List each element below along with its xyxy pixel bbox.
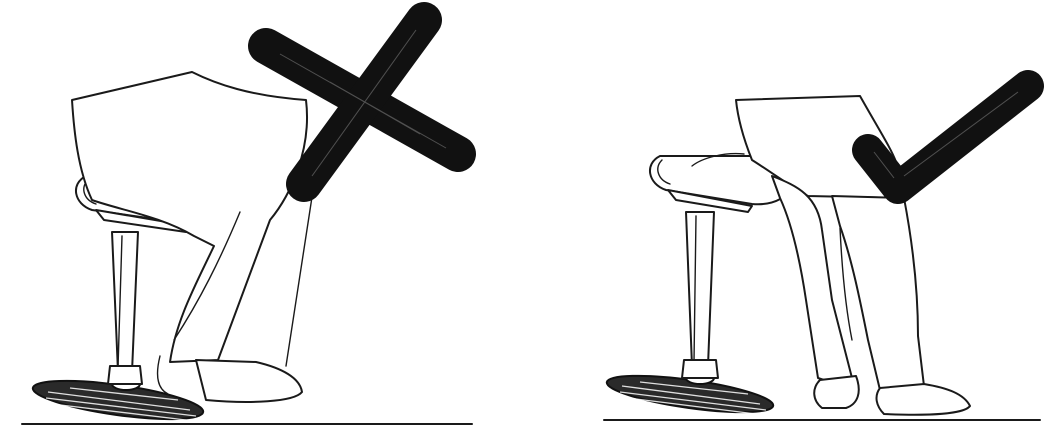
check-icon [868, 86, 1028, 188]
correct-posture-panel [604, 86, 1040, 420]
figure-left [72, 72, 318, 402]
stool-post-right [682, 212, 718, 378]
stool-post-left [108, 232, 142, 384]
incorrect-posture-panel [22, 20, 472, 427]
